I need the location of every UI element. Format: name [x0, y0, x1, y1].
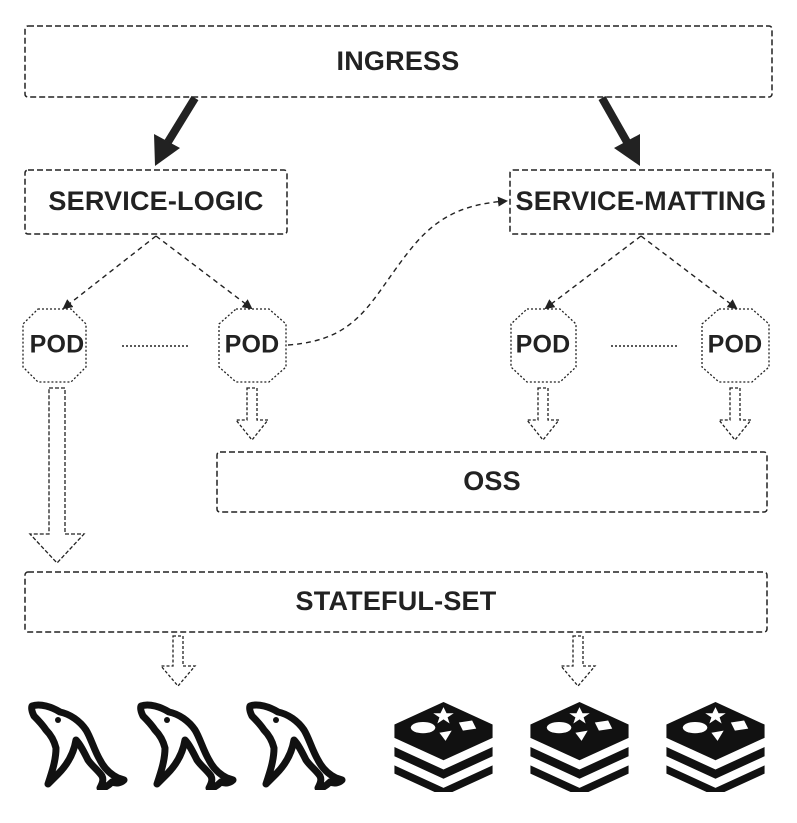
pod-label-2: POD: [225, 331, 280, 359]
pod-to-oss-arrows: [234, 387, 753, 442]
stateful-set-label: STATEFUL-SET: [296, 586, 497, 616]
ingress-to-logic-arrow: [154, 95, 199, 166]
redis-stack-icon: [530, 702, 629, 792]
pod-node-3: POD: [510, 308, 577, 383]
service-logic-label: SERVICE-LOGIC: [48, 186, 263, 216]
service-to-pod-arrows: [62, 235, 738, 310]
ingress-node: INGRESS: [24, 25, 773, 98]
service-matting-label: SERVICE-MATTING: [515, 186, 766, 216]
pod-node-2: POD: [218, 308, 287, 383]
service-matting-node: SERVICE-MATTING: [509, 169, 774, 235]
pod-node-4: POD: [701, 308, 770, 383]
redis-stack-icon: [394, 702, 493, 792]
oss-label: OSS: [463, 466, 521, 496]
mysql-dolphin-icon: [141, 705, 233, 788]
pod-label-3: POD: [516, 331, 571, 359]
ingress-to-matting-arrow: [598, 96, 640, 166]
pod-node-1: POD: [22, 308, 87, 383]
pod-to-stateful-set-arrow: [28, 387, 86, 564]
oss-node: OSS: [216, 451, 768, 513]
pod-to-service-matting-curve: [287, 196, 508, 346]
pod-label-1: POD: [30, 331, 85, 359]
pod-label-4: POD: [708, 331, 763, 359]
redis-stack-icon: [666, 702, 765, 792]
stateful-set-to-storage-arrows: [159, 635, 597, 688]
service-logic-node: SERVICE-LOGIC: [24, 169, 288, 235]
mysql-dolphin-icon: [250, 705, 342, 788]
mysql-dolphin-icon: [32, 705, 124, 788]
ingress-label: INGRESS: [337, 46, 460, 76]
stateful-set-node: STATEFUL-SET: [24, 571, 768, 633]
